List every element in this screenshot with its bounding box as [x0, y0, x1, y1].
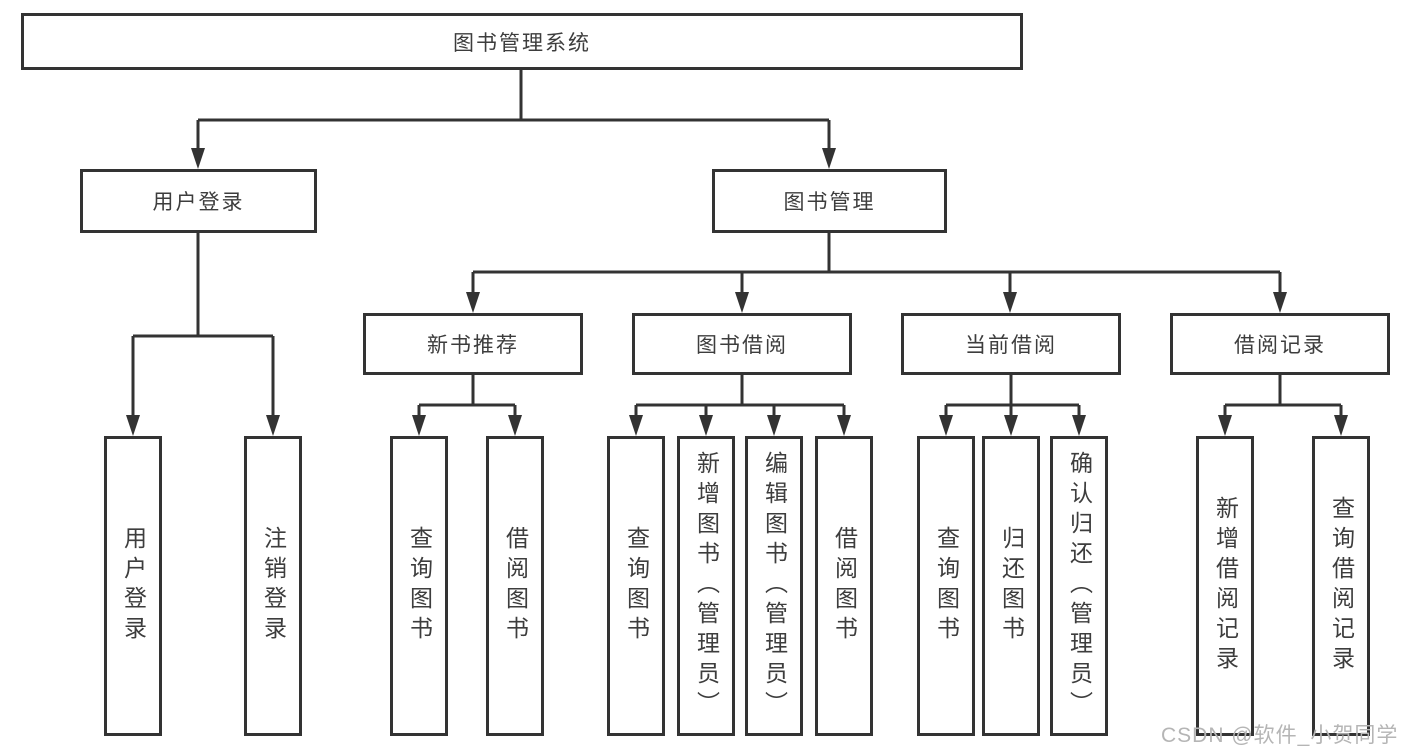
- leaf-user-login: 用户登录: [104, 436, 162, 736]
- node-label: 确认归还（管理员）: [1066, 451, 1093, 721]
- arrow-down-icon: [508, 415, 522, 436]
- csdn-watermark: CSDN @软件_小贺同学: [1161, 724, 1399, 747]
- node-label: 新增借阅记录: [1212, 496, 1239, 676]
- node-label: 查询图书: [406, 526, 433, 646]
- arrow-down-icon: [412, 415, 426, 436]
- node-label: 借阅图书: [502, 526, 529, 646]
- node-label: 注销登录: [260, 526, 287, 646]
- node-label: 归还图书: [998, 526, 1025, 646]
- connector-book-borrow: [634, 375, 846, 417]
- arrow-down-icon: [1004, 415, 1018, 436]
- leaf-borrow-books: 借阅图书: [815, 436, 873, 736]
- node-label: 用户登录: [120, 526, 147, 646]
- arrow-down-icon: [735, 292, 749, 313]
- arrowheads: [126, 148, 1348, 436]
- arrow-down-icon: [466, 292, 480, 313]
- connector-borrow-records: [1223, 375, 1343, 417]
- connector-book-management: [471, 233, 1282, 294]
- node-label: 图书管理: [783, 191, 876, 214]
- arrow-down-icon: [1003, 292, 1017, 313]
- leaf-borrow-books-recommend: 借阅图书: [486, 436, 544, 736]
- node-label: 新增图书（管理员）: [693, 451, 720, 721]
- connector-new-book-recommend: [417, 375, 517, 417]
- node-label: 借阅图书: [831, 526, 858, 646]
- arrow-down-icon: [266, 415, 280, 436]
- node-new-book-recommend: 新书推荐: [363, 313, 583, 375]
- node-borrow-records: 借阅记录: [1170, 313, 1390, 375]
- leaf-query-books-borrow: 查询图书: [607, 436, 665, 736]
- connector-root: [196, 70, 831, 150]
- node-label: 图书借阅: [696, 334, 788, 357]
- node-user-login: 用户登录: [80, 169, 317, 233]
- node-label: 新书推荐: [427, 334, 519, 357]
- node-label: 用户登录: [152, 191, 245, 214]
- node-label: 编辑图书（管理员）: [761, 451, 788, 721]
- leaf-query-books-current: 查询图书: [917, 436, 975, 736]
- arrow-down-icon: [1334, 415, 1348, 436]
- leaf-add-book-admin: 新增图书（管理员）: [677, 436, 735, 736]
- leaf-add-borrow-record: 新增借阅记录: [1196, 436, 1254, 736]
- connector-user-login: [131, 233, 275, 417]
- node-label: 查询图书: [933, 526, 960, 646]
- node-label: 查询图书: [623, 526, 650, 646]
- arrow-down-icon: [1273, 292, 1287, 313]
- leaf-confirm-return-admin: 确认归还（管理员）: [1050, 436, 1108, 736]
- node-library-management-system: 图书管理系统: [21, 13, 1023, 70]
- node-label: 当前借阅: [965, 334, 1057, 357]
- arrow-down-icon: [822, 148, 836, 169]
- arrow-down-icon: [1218, 415, 1232, 436]
- leaf-logout: 注销登录: [244, 436, 302, 736]
- arrow-down-icon: [126, 415, 140, 436]
- arrow-down-icon: [1072, 415, 1086, 436]
- arrow-down-icon: [191, 148, 205, 169]
- node-label: 借阅记录: [1234, 334, 1326, 357]
- node-book-management: 图书管理: [712, 169, 947, 233]
- arrow-down-icon: [939, 415, 953, 436]
- node-book-borrow: 图书借阅: [632, 313, 852, 375]
- arrow-down-icon: [629, 415, 643, 436]
- leaf-edit-book-admin: 编辑图书（管理员）: [745, 436, 803, 736]
- arrow-down-icon: [767, 415, 781, 436]
- node-label: 查询借阅记录: [1328, 496, 1355, 676]
- leaf-query-books-recommend: 查询图书: [390, 436, 448, 736]
- arrow-down-icon: [837, 415, 851, 436]
- leaf-return-book: 归还图书: [982, 436, 1040, 736]
- node-current-borrow: 当前借阅: [901, 313, 1121, 375]
- connector-current-borrow: [944, 375, 1081, 417]
- node-label: 图书管理系统: [453, 31, 591, 55]
- arrow-down-icon: [699, 415, 713, 436]
- leaf-query-borrow-record: 查询借阅记录: [1312, 436, 1370, 736]
